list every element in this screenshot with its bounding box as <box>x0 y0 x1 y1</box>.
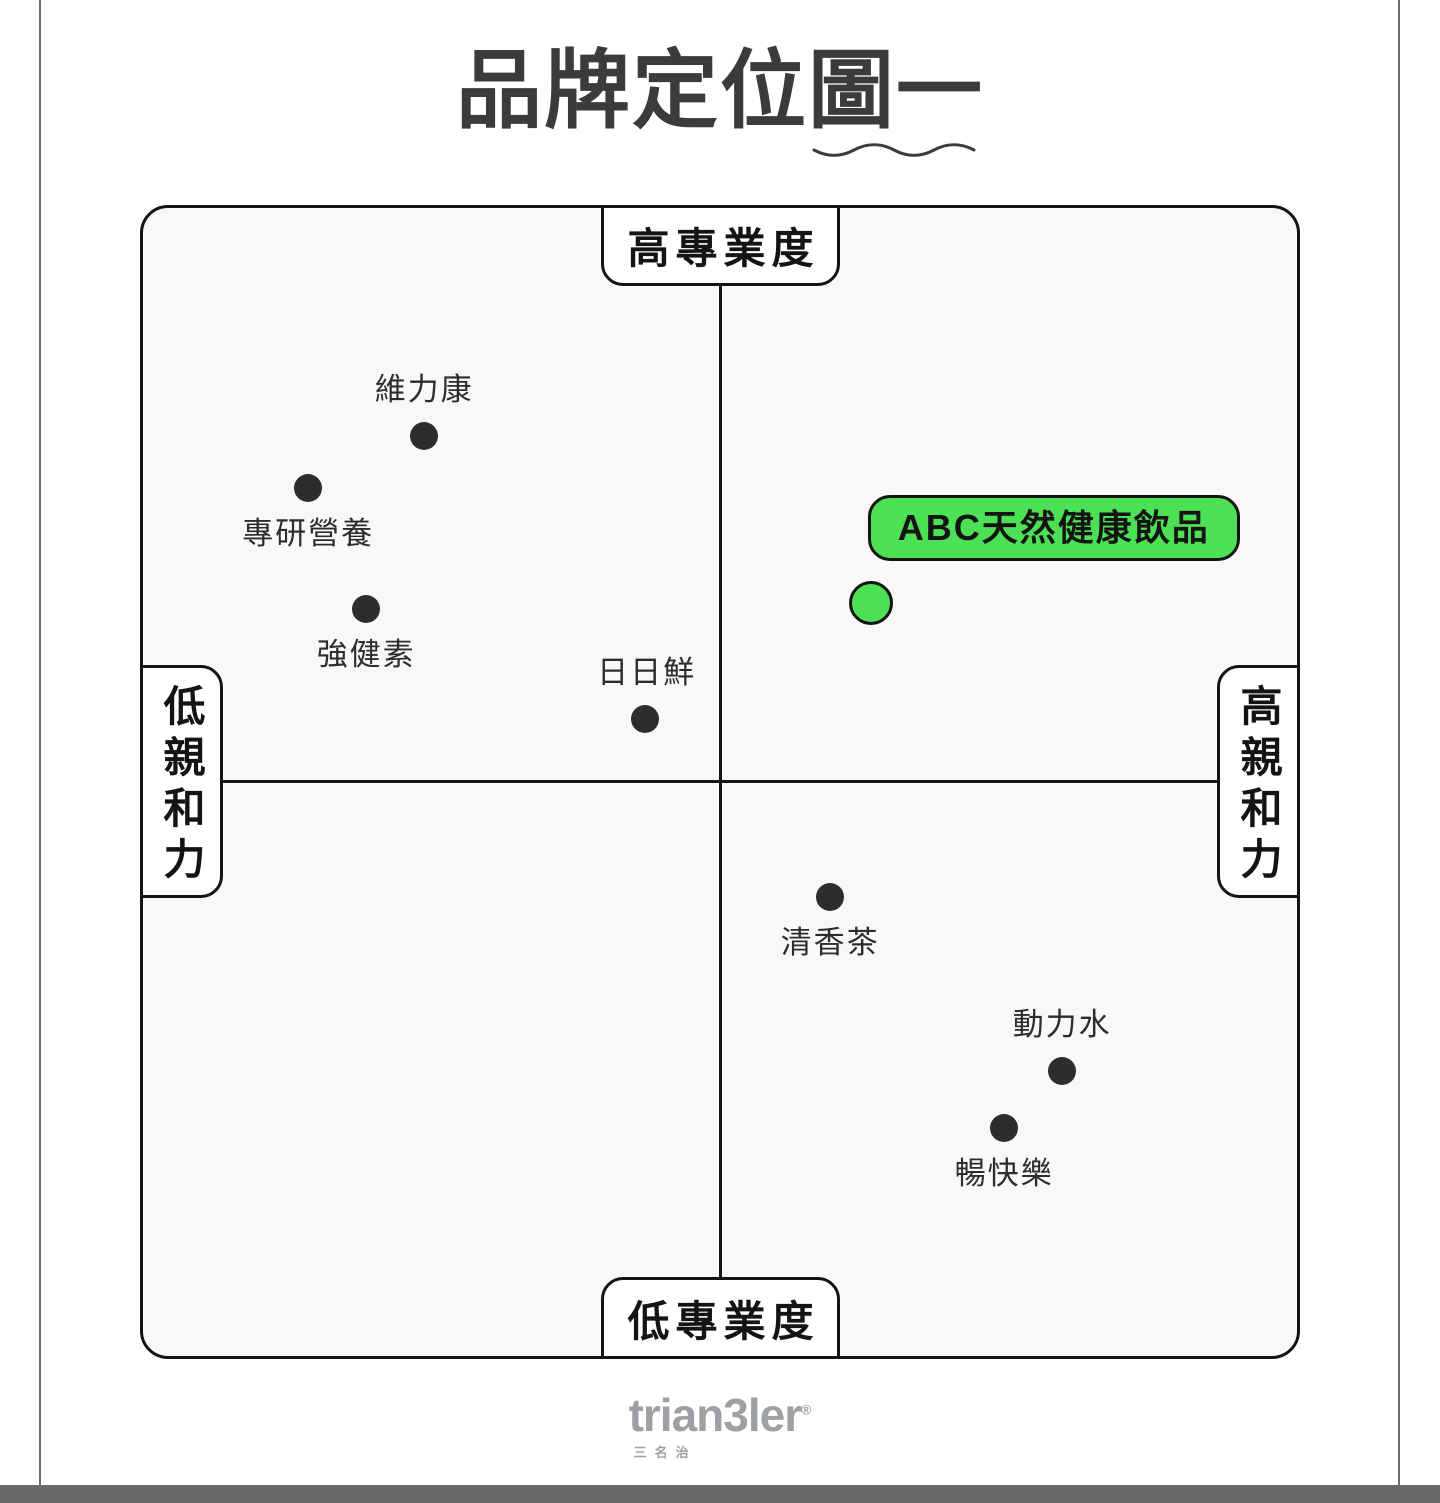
highlight-point-label: ABC天然健康飲品 <box>867 495 1240 562</box>
point-label-強健素: 強健素 <box>316 636 416 672</box>
dot-暢快樂 <box>990 1114 1019 1143</box>
axis-label-top-text: 高專業度 <box>627 225 820 272</box>
dot-維力康 <box>410 421 439 450</box>
axis-label-right: 高親和力 <box>1217 665 1300 898</box>
axis-label-bottom: 低專業度 <box>601 1277 840 1359</box>
dot-專研營養 <box>294 473 323 502</box>
axis-label-right-text: 高親和力 <box>1235 683 1282 888</box>
axis-label-bottom-text: 低專業度 <box>627 1297 820 1345</box>
horizontal-axis-line <box>223 780 1219 783</box>
dot-動力水 <box>1048 1056 1077 1085</box>
right-margin-line <box>1398 0 1400 1485</box>
dot-日日鮮 <box>630 704 659 733</box>
logo-wordmark: trian3ler® <box>629 1392 812 1438</box>
title-underline-squiggle <box>812 143 976 157</box>
dot-清香茶 <box>816 883 845 912</box>
point-label-專研營養: 專研營養 <box>242 515 375 551</box>
point-label-維力康: 維力康 <box>374 371 474 407</box>
footer-bar <box>0 1485 1440 1503</box>
axis-label-left-text: 低親和力 <box>158 683 205 888</box>
highlight-dot-ABC天然健康飲品 <box>848 581 893 626</box>
point-label-清香茶: 清香茶 <box>780 925 880 961</box>
axis-label-left: 低親和力 <box>140 665 223 898</box>
left-margin-line <box>39 0 41 1485</box>
axis-label-top: 高專業度 <box>601 205 840 286</box>
page-title: 品牌定位圖一 <box>456 43 984 139</box>
logo-wordmark-text: trian3ler <box>628 1389 803 1441</box>
point-label-動力水: 動力水 <box>1012 1006 1112 1042</box>
point-label-日日鮮: 日日鮮 <box>597 654 697 690</box>
dot-強健素 <box>352 594 381 623</box>
triangler-logo: trian3ler® 三名治 <box>629 1392 812 1461</box>
logo-subtext: 三名治 <box>633 1445 697 1460</box>
registered-mark: ® <box>801 1401 812 1418</box>
point-label-暢快樂: 暢快樂 <box>954 1156 1054 1192</box>
